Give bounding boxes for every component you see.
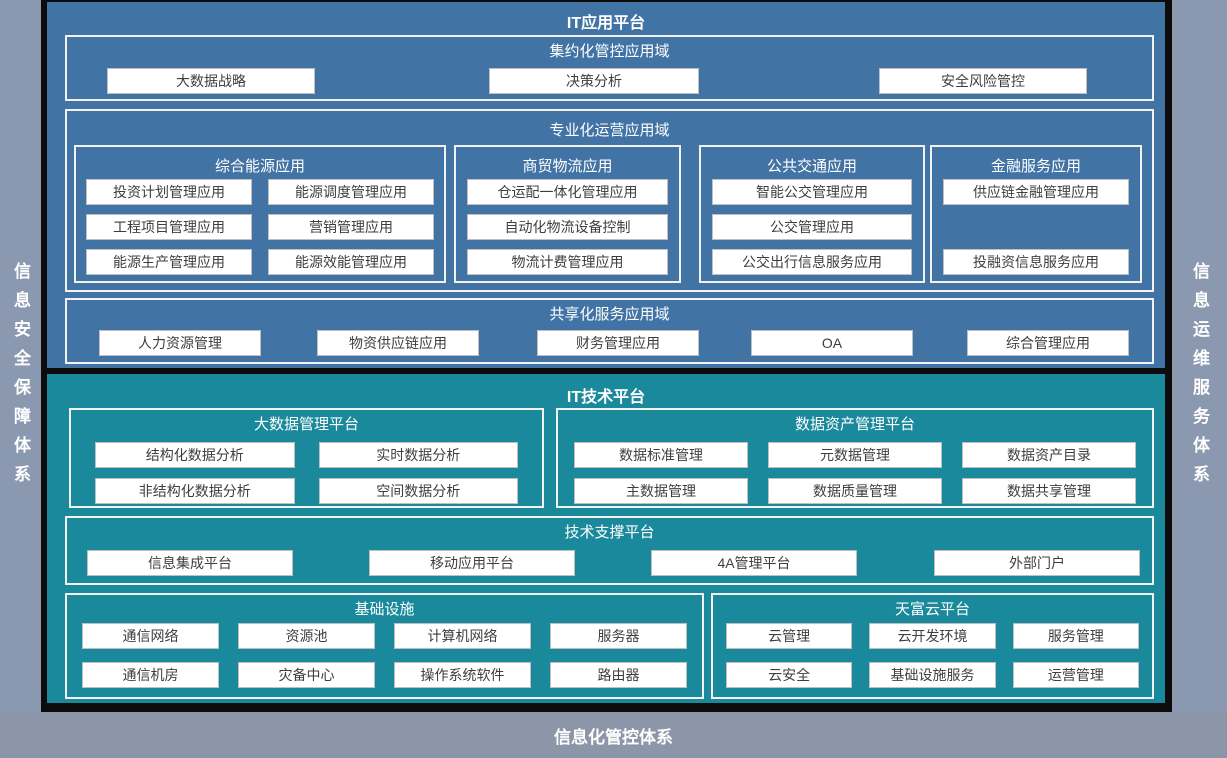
app-chip-hr: 人力资源管理 <box>99 330 261 356</box>
group-trade-logistics-grid: 仓运配一体化管理应用 自动化物流设备控制 物流计费管理应用 <box>456 179 679 275</box>
group-bigdata-mgmt-platform: 大数据管理平台 结构化数据分析 实时数据分析 非结构化数据分析 空间数据分析 <box>69 408 544 508</box>
tech-chip: 计算机网络 <box>394 623 531 649</box>
tech-chip: 非结构化数据分析 <box>95 478 295 504</box>
tech-chip: 通信网络 <box>82 623 219 649</box>
tech-chip: 数据共享管理 <box>962 478 1136 504</box>
tech-chip-4a: 4A管理平台 <box>651 550 857 576</box>
app-chip: 能源调度管理应用 <box>268 179 434 205</box>
group-tech-support-platform-title: 技术支撑平台 <box>564 524 655 541</box>
app-chip-general-mgmt: 综合管理应用 <box>967 330 1129 356</box>
pillar-info-operations: 信息运维服务体系 <box>1172 0 1227 758</box>
it-technology-platform: IT技术平台 大数据管理平台 结构化数据分析 实时数据分析 非结构化数据分析 空… <box>47 374 1165 703</box>
app-chip-security-risk-control: 安全风险管控 <box>879 68 1087 94</box>
group-bigdata-mgmt-platform-title: 大数据管理平台 <box>253 416 359 433</box>
group-integrated-energy-grid: 投资计划管理应用 能源调度管理应用 工程项目管理应用 营销管理应用 能源生产管理… <box>76 179 444 275</box>
tech-chip: 云管理 <box>726 623 853 649</box>
group-infrastructure-grid: 通信网络 资源池 计算机网络 服务器 通信机房 灾备中心 操作系统软件 路由器 <box>67 623 702 688</box>
group-infrastructure-title: 基础设施 <box>354 601 415 618</box>
domain-specialized-operation: 专业化运营应用域 综合能源应用 投资计划管理应用 能源调度管理应用 工程项目管理… <box>65 109 1154 292</box>
it-application-platform-title: IT应用平台 <box>566 15 646 32</box>
group-tianfu-cloud-platform: 天富云平台 云管理 云开发环境 服务管理 云安全 基础设施服务 运营管理 <box>711 593 1154 699</box>
domain-shared-services: 共享化服务应用域 人力资源管理 物资供应链应用 财务管理应用 OA 综合管理应用 <box>65 298 1154 364</box>
group-trade-logistics-title: 商贸物流应用 <box>522 158 613 175</box>
app-chip-bigdata-strategy: 大数据战略 <box>107 68 315 94</box>
tech-chip: 结构化数据分析 <box>95 442 295 468</box>
group-public-transport-title: 公共交通应用 <box>766 158 857 175</box>
domain-intensive-control: 集约化管控应用域 大数据战略 决策分析 安全风险管控 <box>65 35 1154 101</box>
group-integrated-energy: 综合能源应用 投资计划管理应用 能源调度管理应用 工程项目管理应用 营销管理应用… <box>74 145 446 283</box>
pillar-info-security: 信息安全保障体系 <box>0 0 41 758</box>
tech-chip: 元数据管理 <box>768 442 942 468</box>
group-public-transport: 公共交通应用 智能公交管理应用 公交管理应用 公交出行信息服务应用 <box>699 145 925 283</box>
group-infrastructure: 基础设施 通信网络 资源池 计算机网络 服务器 通信机房 灾备中心 操作系统软件… <box>65 593 704 699</box>
tech-chip: 主数据管理 <box>574 478 748 504</box>
domain-specialized-operation-title: 专业化运营应用域 <box>549 122 670 139</box>
domain-intensive-control-title: 集约化管控应用域 <box>549 43 670 60</box>
group-data-asset-platform-title: 数据资产管理平台 <box>794 416 915 433</box>
app-chip: 公交管理应用 <box>712 214 912 240</box>
tech-chip: 运营管理 <box>1012 662 1139 688</box>
group-data-asset-platform: 数据资产管理平台 数据标准管理 元数据管理 数据资产目录 主数据管理 数据质量管… <box>556 408 1154 508</box>
app-chip: 智能公交管理应用 <box>712 179 912 205</box>
group-integrated-energy-title: 综合能源应用 <box>214 158 305 175</box>
app-chip: 自动化物流设备控制 <box>467 214 668 240</box>
app-chip-oa: OA <box>751 330 913 356</box>
tech-chip: 数据标准管理 <box>574 442 748 468</box>
tech-chip: 数据资产目录 <box>962 442 1136 468</box>
group-tianfu-cloud-grid: 云管理 云开发环境 服务管理 云安全 基础设施服务 运营管理 <box>713 623 1152 688</box>
app-chip: 营销管理应用 <box>268 214 434 240</box>
group-tianfu-cloud-platform-title: 天富云平台 <box>894 601 970 618</box>
tech-chip-portal: 外部门户 <box>934 550 1140 576</box>
app-chip: 投融资信息服务应用 <box>943 249 1129 275</box>
app-chip: 物流计费管理应用 <box>467 249 668 275</box>
tech-chip: 服务器 <box>550 623 687 649</box>
group-trade-logistics: 商贸物流应用 仓运配一体化管理应用 自动化物流设备控制 物流计费管理应用 <box>454 145 681 283</box>
domain-shared-services-title: 共享化服务应用域 <box>549 306 670 323</box>
app-chip: 供应链金融管理应用 <box>943 179 1129 205</box>
app-chip: 工程项目管理应用 <box>86 214 252 240</box>
tech-chip: 数据质量管理 <box>768 478 942 504</box>
pillar-info-security-label: 信息安全保障体系 <box>11 262 30 494</box>
app-chip: 能源生产管理应用 <box>86 249 252 275</box>
group-public-transport-grid: 智能公交管理应用 公交管理应用 公交出行信息服务应用 <box>701 179 923 275</box>
app-chip: 投资计划管理应用 <box>86 179 252 205</box>
app-chip: 仓运配一体化管理应用 <box>467 179 668 205</box>
app-chip-finance: 财务管理应用 <box>537 330 699 356</box>
tech-chip-integration: 信息集成平台 <box>87 550 293 576</box>
tech-chip: 灾备中心 <box>238 662 375 688</box>
group-tech-support-platform: 技术支撑平台 信息集成平台 移动应用平台 4A管理平台 外部门户 <box>65 516 1154 585</box>
pillar-info-management-label: 信息化管控体系 <box>554 727 673 747</box>
tech-chip: 资源池 <box>238 623 375 649</box>
group-financial-services: 金融服务应用 供应链金融管理应用 投融资信息服务应用 <box>930 145 1142 283</box>
it-application-platform: IT应用平台 集约化管控应用域 大数据战略 决策分析 安全风险管控 专业化运营应… <box>47 2 1165 368</box>
tech-chip: 通信机房 <box>82 662 219 688</box>
app-chip-supply-chain: 物资供应链应用 <box>317 330 479 356</box>
group-data-asset-grid: 数据标准管理 元数据管理 数据资产目录 主数据管理 数据质量管理 数据共享管理 <box>558 442 1152 504</box>
tech-chip: 云开发环境 <box>869 623 996 649</box>
app-chip: 公交出行信息服务应用 <box>712 249 912 275</box>
main-frame: IT应用平台 集约化管控应用域 大数据战略 决策分析 安全风险管控 专业化运营应… <box>41 0 1172 712</box>
app-chip: 能源效能管理应用 <box>268 249 434 275</box>
pillar-info-operations-label: 信息运维服务体系 <box>1190 262 1209 494</box>
tech-chip: 实时数据分析 <box>318 442 518 468</box>
tech-chip: 服务管理 <box>1012 623 1139 649</box>
group-financial-services-grid: 供应链金融管理应用 投融资信息服务应用 <box>932 179 1140 275</box>
tech-chip: 基础设施服务 <box>869 662 996 688</box>
pillar-info-management: 信息化管控体系 <box>0 712 1227 758</box>
tech-chip: 空间数据分析 <box>318 478 518 504</box>
tech-chip: 路由器 <box>550 662 687 688</box>
tech-chip: 操作系统软件 <box>394 662 531 688</box>
tech-chip: 云安全 <box>726 662 853 688</box>
group-bigdata-grid: 结构化数据分析 实时数据分析 非结构化数据分析 空间数据分析 <box>71 442 542 504</box>
tech-chip-mobile: 移动应用平台 <box>369 550 575 576</box>
group-financial-services-title: 金融服务应用 <box>990 158 1081 175</box>
it-technology-platform-title: IT技术平台 <box>566 389 646 406</box>
app-chip-decision-analysis: 决策分析 <box>489 68 699 94</box>
